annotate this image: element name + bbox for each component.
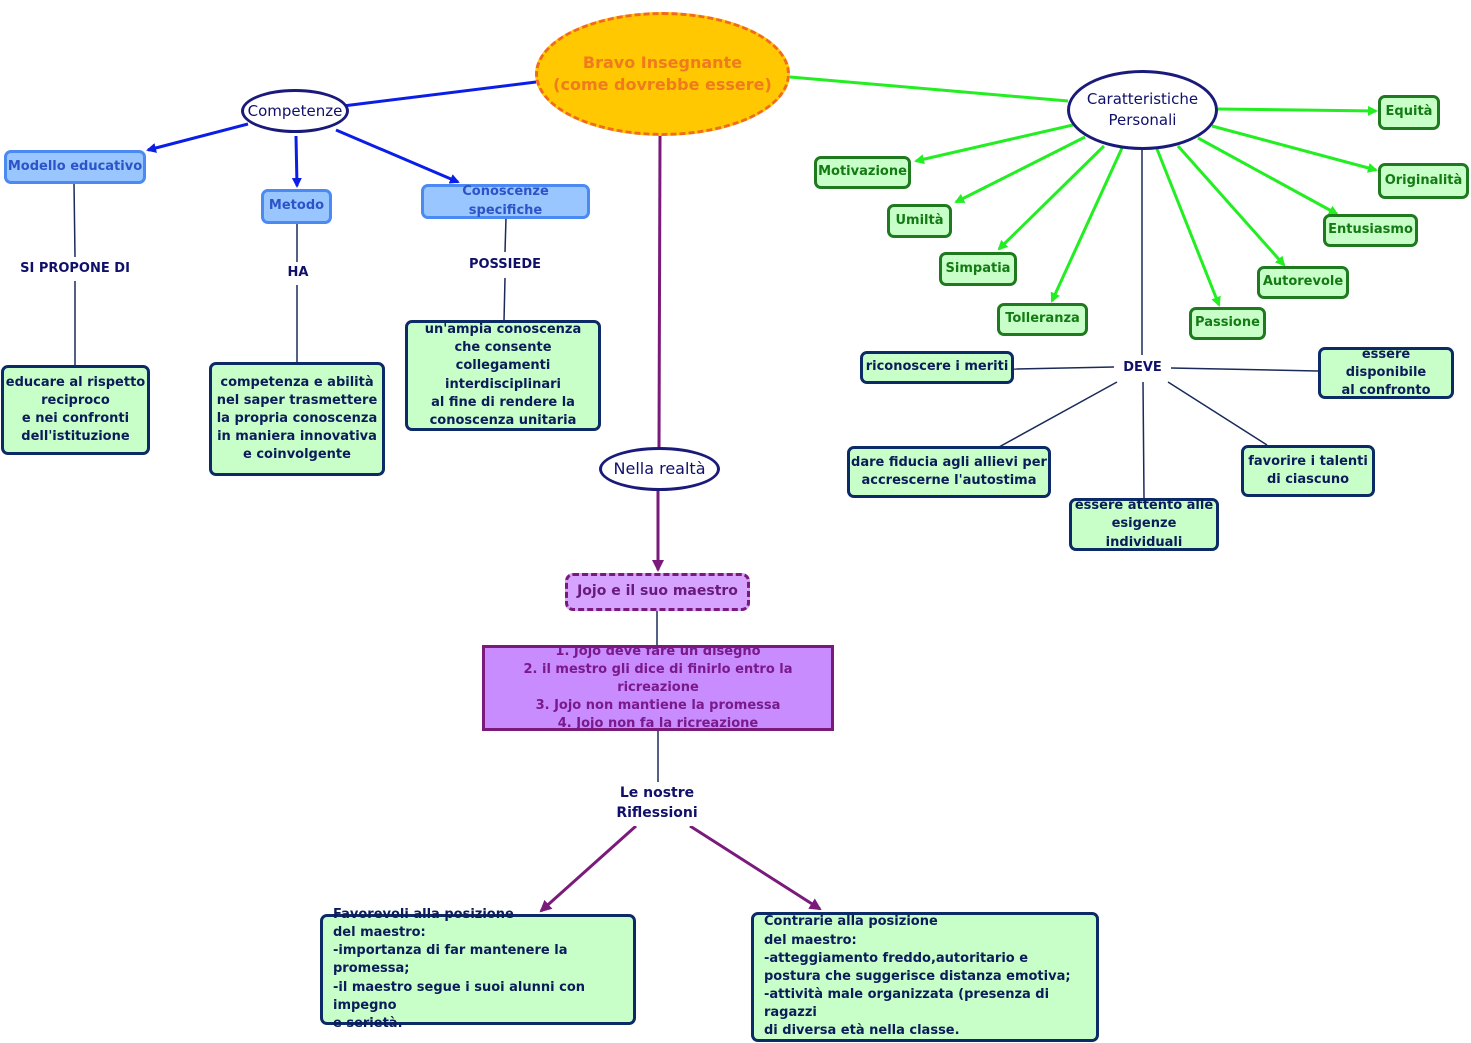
trait-entusiasmo[interactable]: Entusiasmo (1323, 214, 1418, 247)
trait-simpatia[interactable]: Simpatia (939, 252, 1017, 286)
concept-favorire-i-talenti[interactable]: favorire i talenti di ciascuno (1241, 445, 1375, 497)
link-ha: HA (281, 262, 315, 284)
concept-modello-educativo[interactable]: Modello educativo (4, 150, 146, 184)
concept-ampia-conoscenza[interactable]: un'ampia conoscenza che consente collega… (405, 320, 601, 431)
edge-root-competenze (342, 80, 537, 108)
link-possiede: POSSIEDE (460, 254, 550, 276)
edge-competenze-metodo (291, 135, 302, 188)
concept-competenze[interactable]: Competenze (241, 89, 349, 133)
concept-jojo-story[interactable]: 1. Jojo deve fare un disegno 2. il mestr… (482, 644, 834, 731)
concept-nella-realta[interactable]: Nella realtà (599, 447, 720, 491)
link-si-propone-di: SI PROPONE DI (14, 258, 136, 280)
link-le-nostre-riflessioni: Le nostre Riflessioni (606, 782, 708, 826)
trait-originalita[interactable]: Originalità (1378, 163, 1469, 199)
edge-competenze-modello (146, 122, 249, 153)
concept-contrarie[interactable]: Contrarie alla posizione del maestro: -a… (751, 912, 1099, 1042)
trait-umilta[interactable]: Umiltà (887, 204, 952, 238)
concept-riconoscere-i-meriti[interactable]: riconoscere i meriti (860, 351, 1014, 384)
trait-passione[interactable]: Passione (1189, 307, 1266, 340)
concept-essere-attento[interactable]: essere attento alle esigenze individuali (1069, 498, 1219, 551)
concept-jojo-e-il-suo-maestro[interactable]: Jojo e il suo maestro (565, 573, 750, 611)
trait-motivazione[interactable]: Motivazione (814, 156, 911, 189)
trait-tolleranza[interactable]: Tolleranza (997, 303, 1088, 336)
concept-essere-disponibile[interactable]: essere disponibile al confronto (1318, 347, 1454, 399)
concept-favorevoli[interactable]: Favorevoli alla posizione del maestro: -… (320, 907, 636, 1031)
edge-competenze-conoscenze (335, 128, 460, 184)
link-deve: DEVE (1114, 357, 1171, 379)
trait-equita[interactable]: Equità (1378, 95, 1440, 130)
trait-autorevole[interactable]: Autorevole (1257, 266, 1349, 299)
concept-conoscenze-specifiche[interactable]: Conoscenze specifiche (421, 184, 590, 219)
concept-caratteristiche-personali[interactable]: Caratteristiche Personali (1067, 70, 1218, 150)
concept-educare-al-rispetto[interactable]: educare al rispetto reciproco e nei conf… (1, 365, 150, 455)
concept-competenza-e-abilita[interactable]: competenza e abilità nel saper trasmette… (209, 362, 385, 476)
concept-dare-fiducia[interactable]: dare fiducia agli allievi per accrescern… (847, 446, 1051, 498)
concept-metodo[interactable]: Metodo (261, 189, 332, 224)
edge-root-caratteristiche (789, 75, 1069, 103)
root-concept-bravo-insegnante[interactable]: Bravo Insegnante (come dovrebbe essere) (535, 12, 790, 136)
